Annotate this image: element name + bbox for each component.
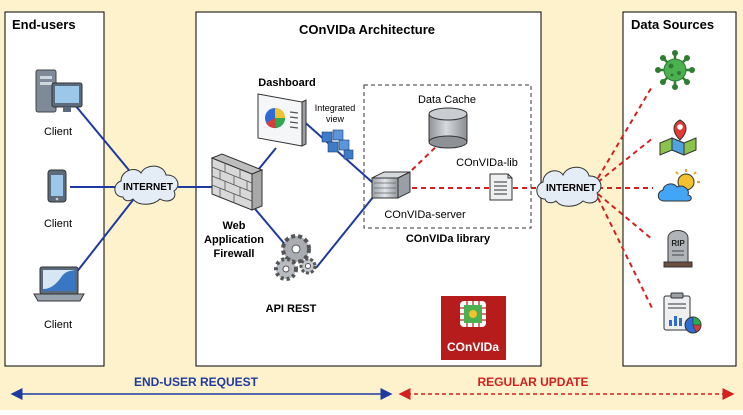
- firewall-label-line1: Web: [222, 220, 245, 232]
- internet-label-left: INTERNET: [123, 182, 173, 193]
- firewall-label-line2: Application: [204, 234, 264, 246]
- desktop-computer-icon: [35, 69, 83, 113]
- convida-server-label: COnVIDa-server: [384, 209, 466, 221]
- server-icon: [371, 171, 411, 199]
- gears-icon: [274, 234, 317, 281]
- firewall-icon: [210, 153, 264, 211]
- logo-text: COnVIDa: [447, 340, 499, 354]
- integrated-view-icon: [321, 129, 354, 160]
- regular-update-label: REGULAR UPDATE: [477, 375, 588, 389]
- document-icon: [489, 173, 513, 201]
- client-label-1: Client: [44, 126, 72, 138]
- api-rest-label: API REST: [266, 303, 317, 315]
- update-lines: [411, 84, 654, 311]
- end-user-request-label: END-USER REQUEST: [134, 375, 259, 389]
- convida-logo: COnVIDa: [441, 296, 506, 360]
- convida-lib-label: COnVIDa-lib: [456, 157, 518, 169]
- end-users-title: End-users: [12, 17, 76, 32]
- map-pin-icon: [659, 119, 697, 156]
- database-icon: [428, 107, 468, 149]
- laptop-icon: [33, 266, 85, 302]
- tombstone-text: RIP: [671, 239, 685, 248]
- internet-cloud-left-icon: [114, 165, 179, 205]
- architecture-title: COnVIDa Architecture: [299, 22, 435, 37]
- integrated-view-label-line1: Integrated: [315, 103, 356, 113]
- library-box: [363, 84, 532, 229]
- request-lines: [70, 104, 375, 279]
- client-label-3: Client: [44, 319, 72, 331]
- virus-icon: [655, 50, 695, 90]
- convida-library-title: COnVIDa library: [406, 233, 491, 245]
- dashboard-label: Dashboard: [258, 77, 315, 89]
- data-sources-title: Data Sources: [631, 17, 714, 32]
- dashboard-icon: [257, 93, 307, 147]
- tombstone-icon: RIP: [663, 230, 693, 268]
- report-chart-icon: [663, 292, 702, 334]
- internet-cloud-right-icon: [536, 166, 602, 207]
- client-label-2: Client: [44, 218, 72, 230]
- firewall-label-line3: Firewall: [214, 248, 255, 260]
- data-cache-label: Data Cache: [418, 94, 476, 106]
- weather-icon: [657, 169, 700, 202]
- internet-label-right: INTERNET: [546, 183, 596, 194]
- integrated-view-label-line2: view: [326, 114, 345, 124]
- smartphone-icon: [47, 169, 67, 203]
